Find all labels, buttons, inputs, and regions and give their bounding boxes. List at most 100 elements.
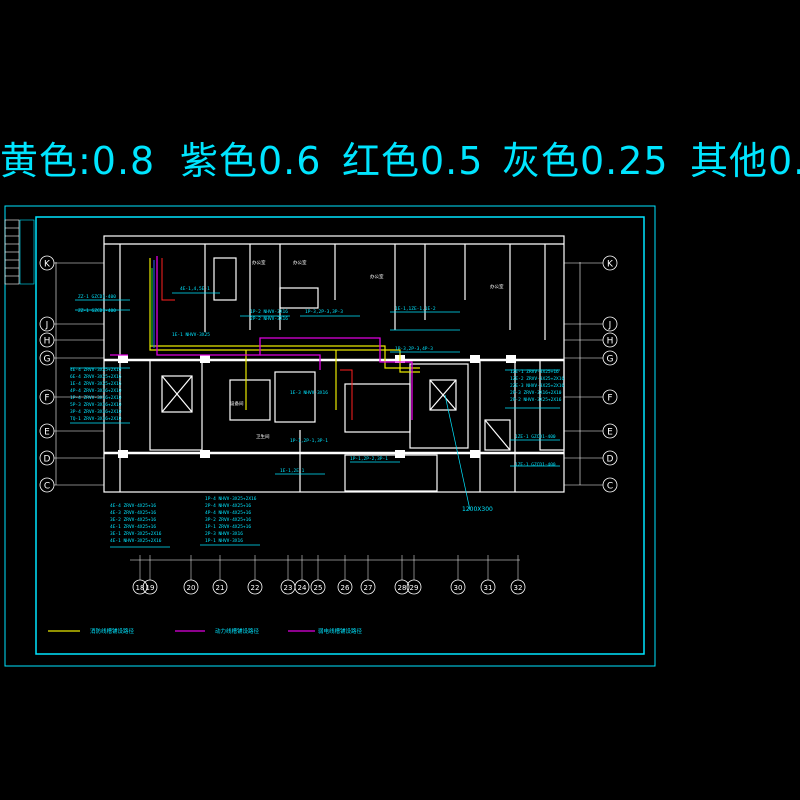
column-axis-18: 18: [132, 555, 148, 595]
svg-text:ZZ-1 GZCD1-400: ZZ-1 GZCD1-400: [78, 294, 116, 300]
svg-text:20: 20: [187, 584, 196, 592]
svg-text:1ZE-1 ZRVV-3X25+16: 1ZE-1 ZRVV-3X25+16: [510, 369, 559, 375]
legend-text-3: 弱电线槽铺设路径: [318, 627, 363, 635]
svg-text:D: D: [44, 455, 51, 465]
column-axis-24: 24: [294, 555, 310, 595]
svg-text:27: 27: [364, 584, 373, 592]
duct-annotation: 1200X300: [462, 506, 493, 513]
svg-text:D: D: [607, 455, 614, 465]
svg-text:3E-1 ZRVV-3X25+2X16: 3E-1 ZRVV-3X25+2X16: [110, 531, 162, 537]
column-axis-30: 30: [450, 555, 466, 595]
outer-frame: [4, 205, 656, 667]
row-axis-J-right: J: [564, 316, 618, 332]
svg-text:3E-2 ZRVV-4X25+16: 3E-2 ZRVV-4X25+16: [110, 517, 156, 523]
column-axis-27: 27: [360, 555, 376, 595]
svg-text:6E-4 ZRVV-3X25+2X16: 6E-4 ZRVV-3X25+2X16: [70, 374, 122, 380]
svg-text:31: 31: [484, 584, 493, 592]
legend-red: 红色0.5: [342, 139, 484, 183]
building-walls: [103, 235, 565, 493]
row-axis-E-right: E: [564, 423, 618, 439]
svg-text:1E-4 ZRVV-3X25+2X16: 1E-4 ZRVV-3X25+2X16: [70, 381, 122, 387]
svg-text:1E-1,2E-1: 1E-1,2E-1: [280, 468, 305, 474]
svg-text:办公室: 办公室: [293, 259, 307, 266]
duct-size-label: 1200X300: [462, 506, 493, 513]
row-axis-E-left: E: [39, 423, 104, 439]
tray-legend: 消防线槽铺设路径 动力线槽铺设路径 弱电线槽铺设路径: [48, 627, 363, 635]
row-axis-F-right: F: [564, 389, 618, 405]
svg-text:H: H: [607, 337, 614, 347]
svg-text:25: 25: [314, 584, 323, 592]
svg-text:4E-1,4,5E-1: 4E-1,4,5E-1: [180, 286, 210, 292]
row-axis-G-right: G: [564, 350, 618, 366]
legend-purple: 紫色0.6: [180, 139, 322, 183]
svg-text:3P-2 ZRVV-4X25+16: 3P-2 ZRVV-4X25+16: [205, 517, 251, 523]
svg-text:4E-1 NHVV-3X25+2X16: 4E-1 NHVV-3X25+2X16: [110, 538, 162, 544]
legend-gray: 灰色0.25: [502, 139, 669, 183]
svg-text:C: C: [607, 482, 613, 492]
svg-text:26: 26: [341, 584, 350, 592]
svg-text:F: F: [44, 394, 49, 404]
row-axis-D-left: D: [39, 450, 104, 466]
svg-text:2P-2 NHVV-3X25+2X16: 2P-2 NHVV-3X25+2X16: [510, 397, 562, 403]
svg-text:2P-3 NHVV-3X16: 2P-3 NHVV-3X16: [205, 531, 243, 537]
svg-text:1P-1,2P-2,3P-1: 1P-1,2P-2,3P-1: [350, 456, 388, 462]
svg-text:2P-2 NHVV-3X16: 2P-2 NHVV-3X16: [250, 316, 288, 322]
svg-text:1ZE-2 ZRVV-3X25+2X16: 1ZE-2 ZRVV-3X25+2X16: [510, 376, 564, 382]
room-labels: 办公室 办公室 办公室 办公室 卫生间 设备间: [230, 259, 504, 440]
svg-text:2P-3 ZRVV-3X16+2X10: 2P-3 ZRVV-3X16+2X10: [510, 390, 562, 396]
row-axis-J-left: J: [39, 316, 104, 332]
svg-text:21: 21: [216, 584, 225, 592]
svg-text:1ZE-1 GZCD1-400: 1ZE-1 GZCD1-400: [515, 462, 556, 468]
column-axis-28: 28: [394, 555, 410, 595]
svg-text:1P-1 NHVV-3X16: 1P-1 NHVV-3X16: [205, 538, 243, 544]
line-weight-legend: 黄色:0.8 紫色0.6 红色0.5 灰色0.25 其他0.2: [0, 130, 800, 190]
svg-text:2P-4 NHVV-4X25+16: 2P-4 NHVV-4X25+16: [205, 503, 251, 509]
row-axis-C-right: C: [564, 477, 618, 493]
svg-text:E: E: [607, 428, 613, 438]
row-axis-D-right: D: [564, 450, 618, 466]
row-axis-C-left: C: [39, 477, 104, 493]
cable-spec-notes: ZZ-1 GZCD1-400 ZZ-1 GZCD1-400 4E-4 ZRVV-…: [70, 286, 564, 544]
column-axis-23: 23: [280, 555, 296, 595]
cable-tray-yellow: [149, 258, 420, 410]
svg-text:1E-1 NHVV-3X25: 1E-1 NHVV-3X25: [172, 332, 210, 338]
svg-text:1E-3 NHVV-3X16: 1E-3 NHVV-3X16: [290, 390, 328, 396]
svg-text:卫生间: 卫生间: [256, 433, 270, 440]
cable-tray-magenta: [110, 256, 413, 420]
svg-text:32: 32: [514, 584, 523, 592]
row-axis-G-left: G: [39, 350, 104, 366]
svg-text:1P-4 NHVV-3X25+2X16: 1P-4 NHVV-3X25+2X16: [205, 496, 257, 502]
revision-table: [4, 219, 35, 285]
svg-text:1P-1,2P-1,3P-1: 1P-1,2P-1,3P-1: [290, 438, 328, 444]
svg-text:F: F: [607, 394, 612, 404]
svg-text:24: 24: [298, 584, 307, 592]
svg-text:1P-3,2P-3,3P-3: 1P-3,2P-3,3P-3: [305, 309, 343, 315]
column-axis-19: 19: [142, 555, 158, 595]
svg-text:29: 29: [410, 584, 419, 592]
column-axis-29: 29: [406, 555, 422, 595]
svg-text:4P-4 NHVV-4X25+16: 4P-4 NHVV-4X25+16: [205, 510, 251, 516]
svg-text:19: 19: [146, 584, 155, 592]
column-axis-22: 22: [247, 555, 263, 595]
column-axis-21: 21: [212, 555, 228, 595]
svg-text:28: 28: [398, 584, 407, 592]
svg-text:ZZ-1 GZCD1-400: ZZ-1 GZCD1-400: [78, 308, 116, 314]
column-axis-20: 20: [183, 555, 199, 595]
svg-text:1P-2 NHVV-3X16: 1P-2 NHVV-3X16: [250, 309, 288, 315]
column-axis-26: 26: [337, 555, 353, 595]
svg-text:18: 18: [136, 584, 145, 592]
svg-text:23: 23: [284, 584, 293, 592]
row-axis-H-left: H: [39, 332, 104, 348]
legend-text-2: 动力线槽铺设路径: [215, 627, 260, 635]
svg-text:办公室: 办公室: [370, 273, 384, 280]
svg-text:1P-3,2P-3,4P-3: 1P-3,2P-3,4P-3: [395, 346, 433, 352]
svg-text:2ZE-3 NHVV-3X25+2X16: 2ZE-3 NHVV-3X25+2X16: [510, 383, 564, 389]
svg-text:4E-4 ZRVV-4X25+16: 4E-4 ZRVV-4X25+16: [110, 503, 156, 509]
row-axis-K-left: K: [39, 255, 104, 271]
svg-text:H: H: [44, 337, 51, 347]
column-axis-31: 31: [480, 555, 496, 595]
svg-text:TQ-1 ZRVV-3X16+2X10: TQ-1 ZRVV-3X16+2X10: [70, 416, 122, 422]
svg-text:办公室: 办公室: [252, 259, 266, 266]
